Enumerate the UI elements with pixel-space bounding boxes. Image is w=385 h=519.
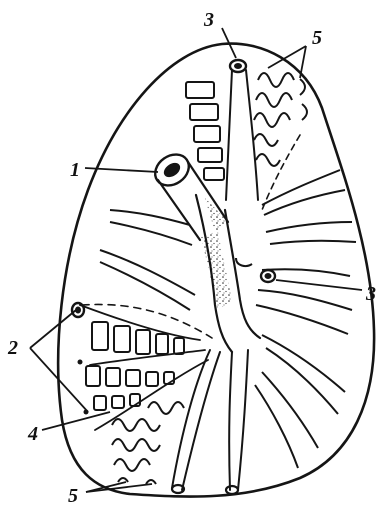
label-5-top: 5 [312, 27, 322, 49]
lower-reticulum [72, 303, 238, 494]
label-1: 1 [70, 159, 80, 181]
left-lobules [100, 210, 195, 310]
label-5-bottom: 5 [68, 485, 78, 507]
label-2: 2 [7, 337, 18, 359]
right-lobules [236, 170, 356, 468]
label-3-right: 3 [365, 283, 376, 305]
label-4: 4 [27, 423, 38, 445]
label-3-top: 3 [203, 9, 214, 31]
